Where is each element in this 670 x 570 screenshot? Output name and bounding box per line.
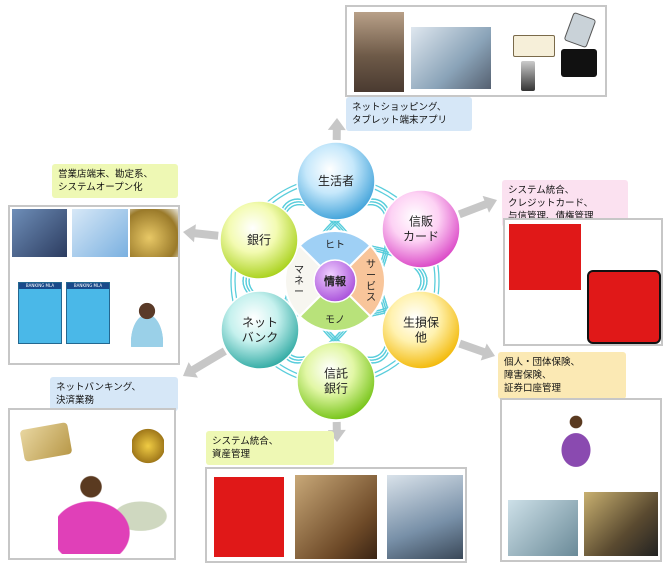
photo-frame-bank: BANKING MLA BANKING MLA (8, 205, 180, 365)
svg-text:サ: サ (366, 259, 376, 271)
book-illustration (513, 35, 555, 57)
handshake-bank-icon (509, 224, 581, 290)
annotation-line: 資産管理 (212, 449, 251, 460)
pie-label-top: ヒト (325, 239, 345, 251)
node-label: カード (403, 230, 439, 244)
bank-sign-text: BANKING MLA (67, 283, 109, 289)
annotation-line: クレジットカード、 (508, 198, 594, 209)
annotation-line: システム統合、 (508, 185, 575, 196)
svg-text:ス: ス (366, 293, 376, 304)
annotation-trust: システム統合、 資産管理 (206, 431, 334, 465)
photo-frame-card (503, 218, 663, 346)
node-consumer: 生活者 (296, 141, 376, 221)
atm-photo (12, 209, 67, 257)
teller-illustration (122, 299, 172, 347)
arrow-trust (327, 421, 346, 442)
connector-arrows (183, 118, 497, 442)
svg-text:マ: マ (294, 265, 304, 276)
node-label: 信販 (409, 215, 433, 229)
annotation-bank: 営業店端末、勘定系、 システムオープン化 (52, 164, 178, 198)
node-label: 他 (415, 331, 427, 345)
bank-terminal-illustration-2: BANKING MLA (66, 282, 110, 344)
annotation-line: 営業店端末、勘定系、 (58, 169, 154, 180)
svg-text:ネ: ネ (294, 275, 304, 287)
node-circle (381, 290, 461, 370)
node-label: 銀行 (247, 233, 271, 247)
documents-photo (295, 475, 377, 559)
annotation-consumer: ネットショッピング、 タブレット端末アプリ (346, 97, 472, 131)
annotation-line: システム統合、 (212, 436, 279, 447)
photo-frame-trust (205, 467, 467, 563)
svg-text:ー: ー (366, 271, 376, 282)
arrow-card (457, 195, 497, 219)
annotation-line: ネットショッピング、 (352, 102, 447, 113)
coins-photo (130, 209, 178, 257)
annotation-line: システムオープン化 (58, 182, 143, 193)
bank-sign-text: BANKING MLA (19, 283, 61, 289)
handshake-bank-icon (214, 477, 284, 557)
node-bank: 銀行 (219, 200, 299, 280)
arrow-netbank (183, 347, 227, 378)
center-label: 情報 (324, 274, 347, 288)
node-label: 信託 (324, 366, 348, 381)
credit-card-photo (19, 422, 73, 462)
woman-computer-illustration (58, 470, 168, 554)
annotation-line: 個人・団体保険、 (504, 357, 581, 368)
node-label: バンク (242, 331, 279, 345)
annotation-line: 証券口座管理 (504, 383, 562, 394)
node-label: ネット (242, 316, 278, 330)
center-circle (313, 259, 357, 303)
injured-person-illustration (552, 408, 612, 478)
arrow-insurance (458, 339, 495, 361)
annotation-line: タブレット端末アプリ (352, 115, 448, 126)
annotation-netbank: ネットバンキング、 決済業務 (50, 377, 178, 411)
coins-photo (132, 428, 164, 464)
trading-floor-photo (584, 492, 658, 556)
svg-text:ー: ー (294, 287, 304, 298)
woman-laptop-photo (411, 27, 491, 89)
photo-frame-insurance (500, 398, 662, 562)
bank-terminal-illustration-1: BANKING MLA (18, 282, 62, 344)
annotation-line: ネットバンキング、 (56, 382, 142, 393)
annotation-line: 障害保険、 (504, 370, 552, 381)
credit-card-reader-icon (587, 270, 661, 344)
office-people-photo (387, 475, 463, 559)
node-label: 生損保 (403, 315, 439, 330)
computer-globe-illustration (561, 49, 597, 77)
photo-frame-consumer (345, 5, 607, 97)
pie-label-bottom: モノ (325, 315, 345, 326)
node-circle (296, 341, 376, 421)
dollar-chart-photo (72, 209, 128, 257)
woman-phone-photo (354, 12, 404, 92)
disaster-photo (508, 500, 578, 556)
phone-illustration (521, 61, 535, 91)
annotation-insurance: 個人・団体保険、 障害保険、 証券口座管理 (498, 352, 626, 399)
annotation-line: 決済業務 (56, 395, 95, 406)
arrow-bank (183, 224, 219, 243)
photo-frame-netbank (8, 408, 176, 560)
arrow-consumer (327, 118, 346, 141)
node-circle (381, 189, 461, 269)
pie-label-left: マネー (294, 265, 304, 298)
tablet-illustration (563, 11, 597, 49)
node-circle (296, 141, 376, 221)
svg-text:ビ: ビ (366, 281, 376, 293)
node-label: 生活者 (318, 174, 354, 188)
node-circle (219, 200, 299, 280)
node-circle (220, 290, 300, 370)
node-label: 銀行 (324, 382, 348, 396)
annotation-line: 与信管理、債権管理 (508, 211, 594, 222)
